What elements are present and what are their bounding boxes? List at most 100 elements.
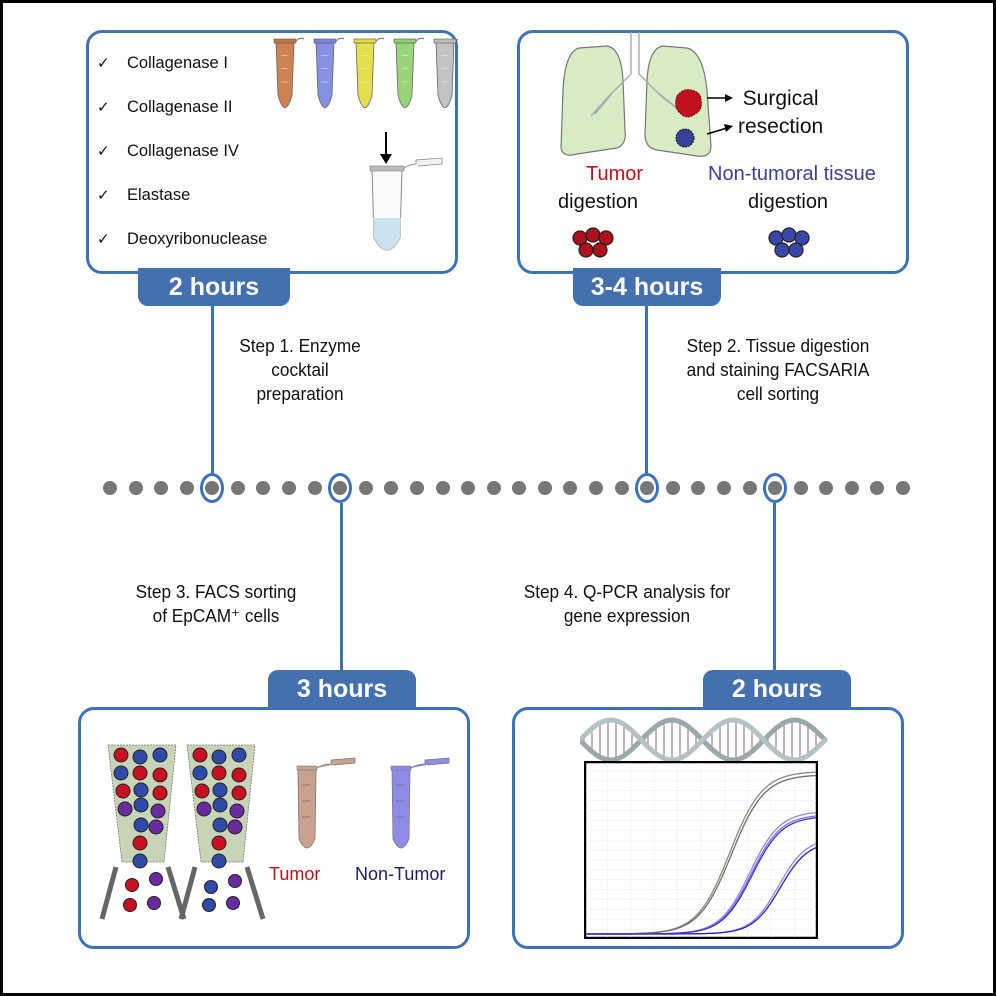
tube-body — [297, 768, 317, 849]
cell — [196, 801, 212, 817]
tube-rim — [369, 165, 405, 172]
cell — [117, 801, 133, 817]
sorted-cell — [149, 872, 163, 886]
tube-rim — [393, 38, 417, 44]
tube-lid — [403, 157, 443, 169]
dna-helix-illustration — [580, 717, 828, 763]
cell — [133, 817, 149, 833]
cell — [598, 230, 614, 246]
check-mark-icon: ✓ — [97, 231, 110, 248]
step2-line2: and staining FACSARIA — [686, 359, 870, 380]
checklist-item-label: Deoxyribonuclease — [127, 229, 268, 248]
cell — [211, 853, 227, 869]
sorting-funnel — [178, 744, 266, 920]
cell — [578, 242, 594, 258]
bronchi — [590, 32, 680, 117]
cell — [133, 782, 149, 798]
cell — [113, 747, 129, 763]
step1-line1: Step 1. Enzyme — [239, 335, 361, 356]
tumor-cell-cluster — [572, 227, 614, 258]
sorting-funnel — [99, 744, 187, 920]
step1-line3: preparation — [256, 383, 344, 404]
surgical-line2: resection — [738, 115, 824, 138]
cell — [192, 765, 208, 781]
tube-liquid — [373, 218, 401, 250]
tube-rim — [433, 38, 457, 44]
tumor-tube — [296, 757, 356, 849]
cell — [133, 797, 149, 813]
cell — [115, 783, 131, 799]
step1-label: Step 1. Enzyme cocktail preparation — [207, 334, 393, 406]
tube-body — [391, 768, 411, 849]
cell — [148, 819, 164, 835]
sorted-tumor-label: Tumor — [269, 864, 321, 884]
surgical-resection-label: Surgical resection — [738, 85, 823, 141]
tube-rim — [296, 765, 318, 771]
deflection-plate — [99, 866, 119, 920]
cell — [212, 817, 228, 833]
sorted-cell — [204, 880, 218, 894]
nontumor-sample — [675, 128, 695, 148]
cell — [212, 797, 228, 813]
cell — [227, 819, 243, 835]
nontumoral-label: Non-tumoral tissue — [708, 163, 876, 185]
connector-step4 — [773, 503, 776, 671]
step1-line2: cocktail — [271, 359, 329, 380]
cell — [132, 749, 148, 765]
cell — [231, 767, 247, 783]
checklist-item: ✓Collagenase I — [97, 41, 275, 85]
sorted-nontumor-label: Non-Tumor — [355, 864, 446, 884]
cell — [152, 747, 168, 763]
arrow-right-icon — [706, 127, 728, 135]
step3-label: Step 3. FACS sorting of EpCAM⁺ cells — [104, 580, 327, 628]
checklist-item: ✓Collagenase II — [97, 85, 275, 129]
sorted-cell — [202, 898, 216, 912]
cell — [132, 835, 148, 851]
lung-illustration — [560, 32, 810, 258]
nontumor-tube — [390, 757, 450, 849]
step3-line1: Step 3. FACS sorting — [135, 581, 297, 602]
surgical-line1: Surgical — [742, 87, 819, 110]
sorted-cell — [228, 874, 242, 888]
qpcr-amplification-chart — [584, 761, 818, 939]
enzyme-tube — [353, 37, 385, 109]
step3-line2: of EpCAM⁺ cells — [152, 605, 280, 626]
nontumor-cell-cluster — [768, 227, 810, 258]
cell — [150, 803, 166, 819]
tube-lid — [410, 757, 450, 769]
arrow-head — [725, 94, 733, 102]
amplification-curve-sample-b-2 — [586, 847, 817, 935]
badge-step2-duration: 3-4 hours — [573, 268, 721, 306]
deflection-plate — [244, 866, 266, 920]
cell — [192, 747, 208, 763]
tube-hinge — [415, 37, 425, 42]
cell — [788, 242, 804, 258]
checklist-item-label: Elastase — [127, 185, 191, 204]
dna-strand — [580, 717, 828, 763]
tube-rim — [313, 38, 337, 44]
enzyme-tube — [313, 37, 345, 109]
cell — [592, 242, 608, 258]
tube-hinge — [295, 37, 305, 42]
tube-hinge — [335, 37, 345, 42]
connector-step2 — [645, 306, 648, 476]
tumor-digestion-label: digestion — [558, 191, 639, 213]
step2-line3: cell sorting — [736, 383, 820, 404]
sorted-cell — [147, 896, 161, 910]
sorted-cell — [226, 896, 240, 910]
cell — [774, 242, 790, 258]
tube-body — [275, 41, 295, 109]
check-mark-icon: ✓ — [97, 99, 110, 116]
panel-enzyme-cocktail: ✓Collagenase I✓Collagenase II✓Collagenas… — [86, 30, 458, 274]
panel-tissue-digestion: Surgical resection Tumor digestion Non-t… — [517, 30, 909, 274]
panel-qpcr-analysis — [512, 707, 904, 949]
nontumoral-digestion-label: digestion — [748, 191, 829, 213]
step2-line1: Step 2. Tissue digestion — [686, 335, 870, 356]
enzyme-tube — [273, 37, 305, 109]
check-mark-icon: ✓ — [97, 55, 110, 72]
step2-label: Step 2. Tissue digestion and staining FA… — [650, 334, 907, 406]
cell — [229, 803, 245, 819]
step4-line2: gene expression — [563, 605, 691, 626]
cell — [132, 765, 148, 781]
